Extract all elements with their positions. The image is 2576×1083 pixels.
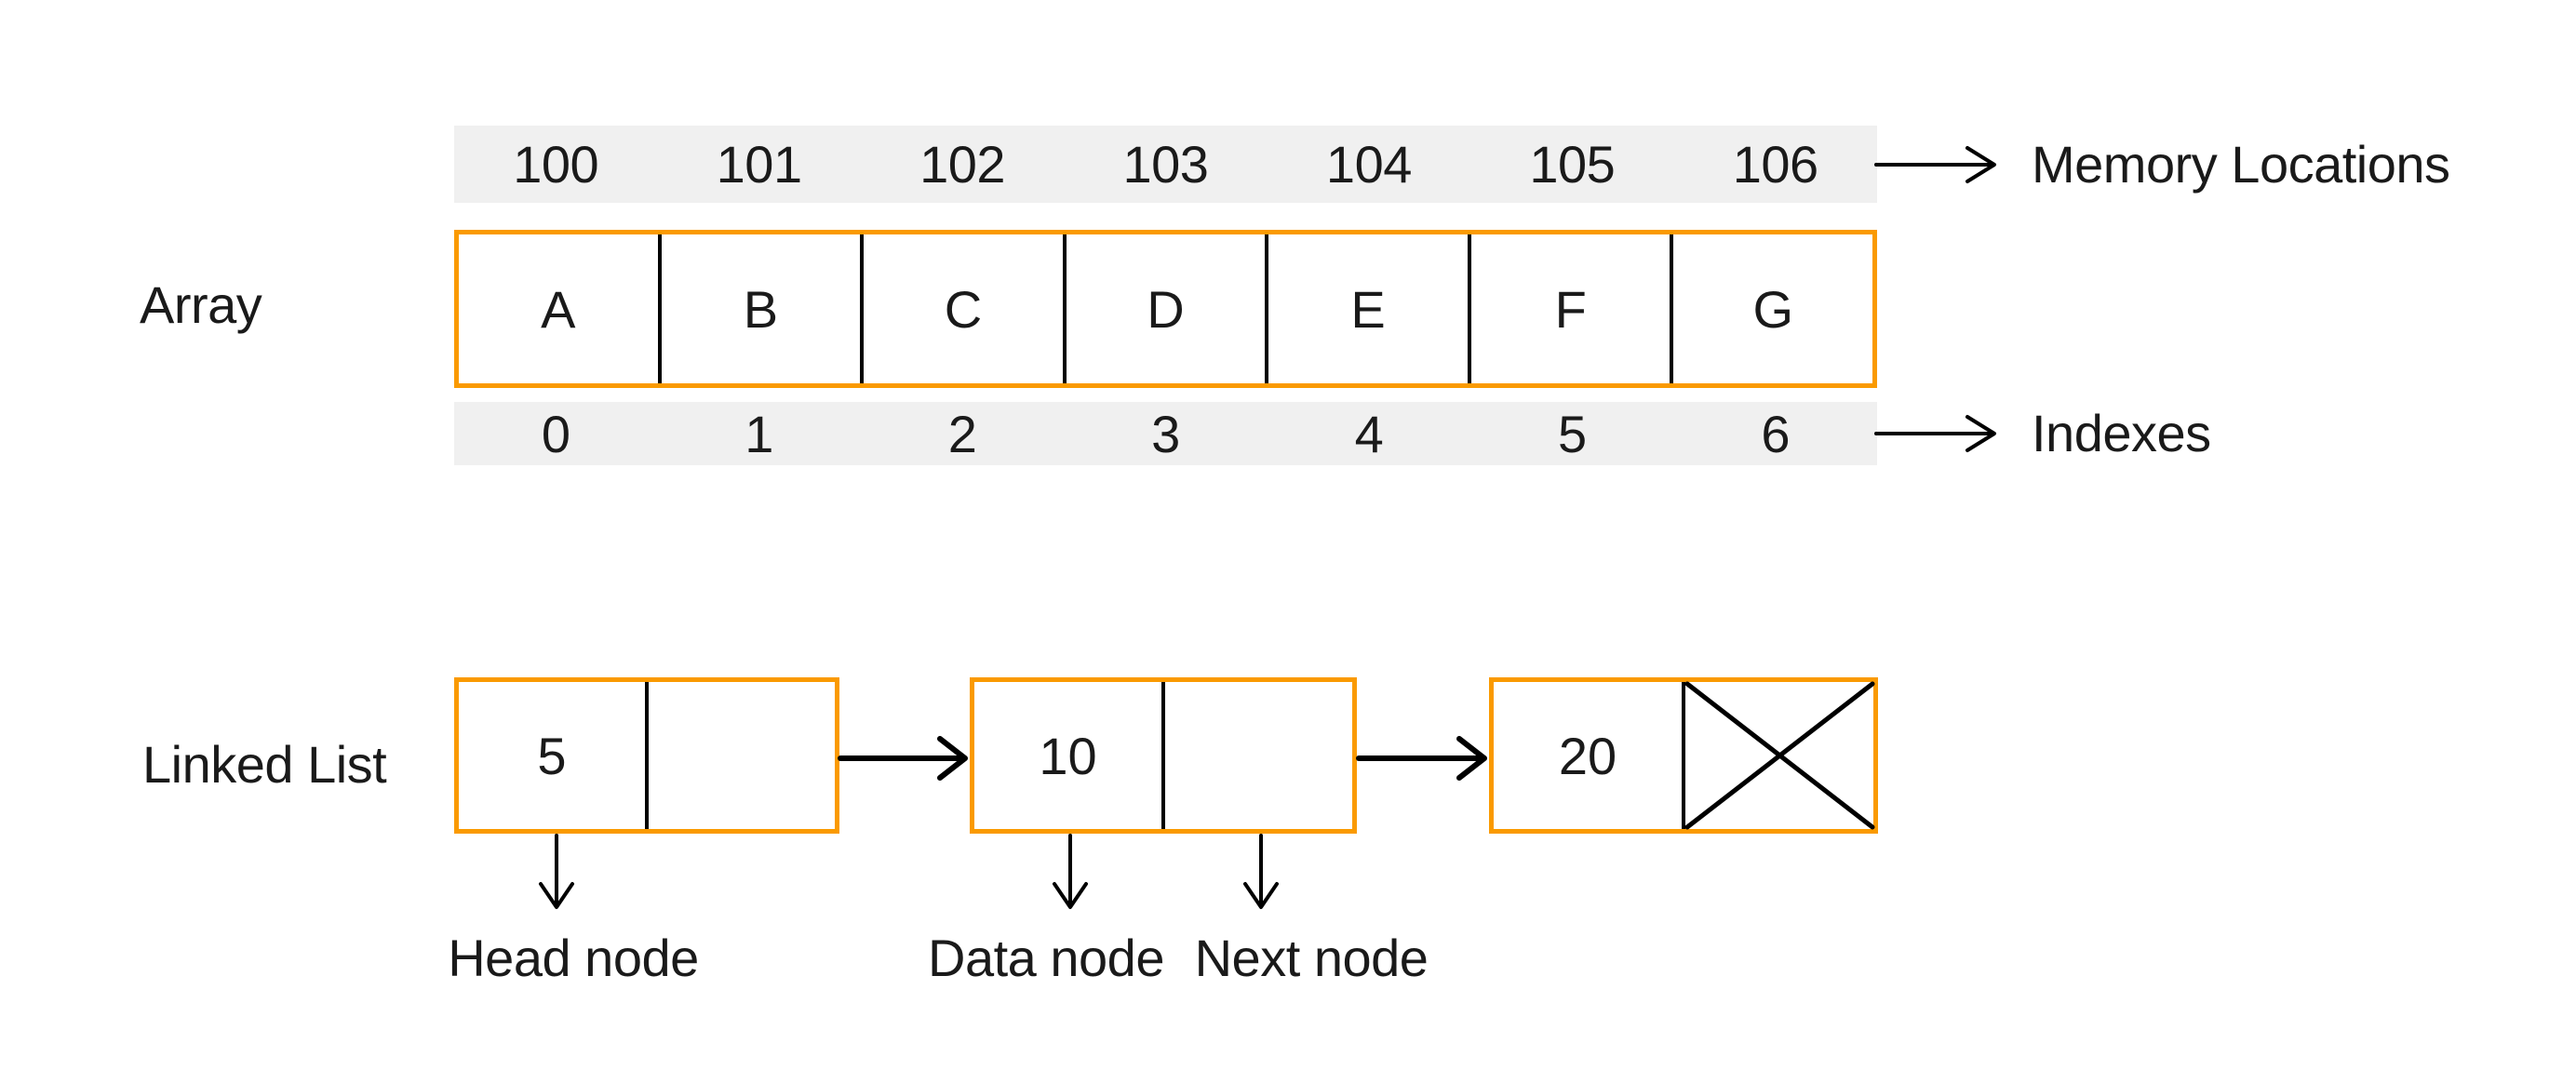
memory-location-value: 106 [1732, 135, 1818, 194]
memory-location-value: 104 [1325, 135, 1412, 194]
memory-locations-band: 100 101 102 103 104 105 106 [454, 126, 1877, 203]
index-value: 0 [541, 404, 570, 463]
linked-list-section-label: Linked List [142, 735, 387, 794]
array-cell: B [662, 234, 865, 383]
next-node-caption: Next node [1194, 929, 1429, 987]
array-cell: D [1067, 234, 1269, 383]
head-node-caption: Head node [448, 929, 699, 987]
node-3-data-compartment: 20 [1494, 682, 1685, 829]
memory-locations-arrow-icon [1874, 146, 1996, 183]
memory-location-value: 100 [513, 135, 599, 194]
array-cell: C [864, 234, 1067, 383]
data-node-arrow-icon [1053, 834, 1088, 909]
linked-list-node-1: 5 [454, 677, 839, 834]
memory-location-value: 101 [716, 135, 802, 194]
array-section-label: Array [140, 275, 262, 334]
head-node-arrow-icon [539, 834, 574, 909]
node-2-data-compartment: 10 [974, 682, 1165, 829]
array-box: A B C D E F G [454, 230, 1877, 388]
array-cell: F [1471, 234, 1674, 383]
linked-list-node-3: 20 [1489, 677, 1878, 834]
indexes-arrow-icon [1874, 415, 1996, 452]
index-value: 1 [745, 404, 773, 463]
memory-location-value: 102 [919, 135, 1006, 194]
next-node-arrow-icon [1243, 834, 1279, 909]
array-cell: A [459, 234, 662, 383]
index-value: 3 [1151, 404, 1180, 463]
index-value: 6 [1761, 404, 1791, 463]
indexes-caption: Indexes [2032, 404, 2211, 462]
link-arrow-1-icon [838, 736, 968, 781]
index-value: 5 [1557, 404, 1587, 463]
array-cell: G [1752, 279, 1794, 339]
node-1-next-compartment [649, 682, 835, 829]
indexes-band: 0 1 2 3 4 5 6 [454, 402, 1877, 465]
link-arrow-2-icon [1356, 736, 1487, 781]
linked-list-node-2: 10 [970, 677, 1357, 834]
node-2-next-compartment [1165, 682, 1352, 829]
index-value: 4 [1354, 404, 1384, 463]
node-1-data-compartment: 5 [459, 682, 649, 829]
memory-locations-caption: Memory Locations [2032, 135, 2450, 194]
index-value: 2 [947, 404, 977, 463]
data-node-caption: Data node [928, 929, 1164, 987]
array-cell: E [1268, 234, 1471, 383]
memory-location-value: 105 [1529, 135, 1616, 194]
node-3-next-compartment [1685, 682, 1873, 829]
memory-location-value: 103 [1122, 135, 1209, 194]
